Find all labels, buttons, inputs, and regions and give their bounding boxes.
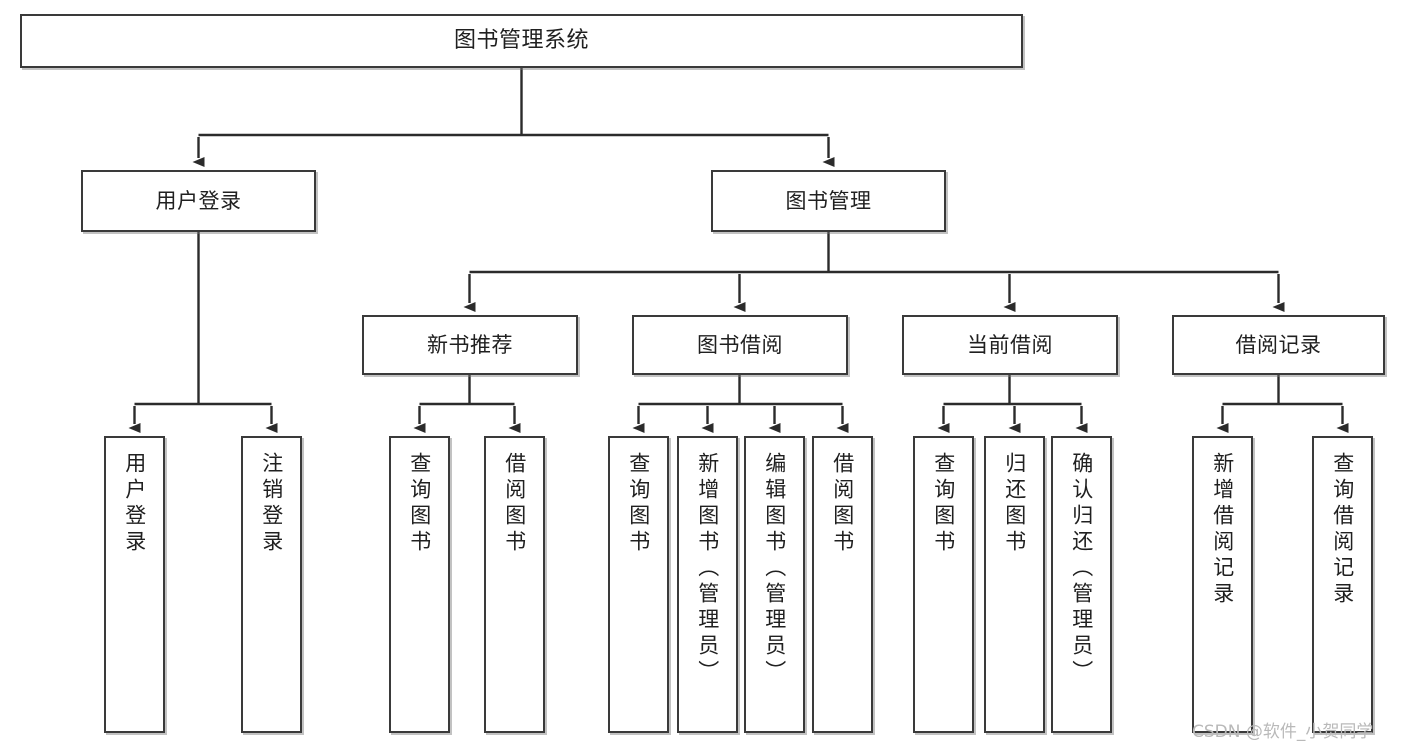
leaf-node[interactable]: 查询图书 <box>608 436 669 733</box>
leaf-node-label: 新增借阅记录 <box>1210 452 1235 608</box>
leaf-node[interactable]: 借阅图书 <box>484 436 545 733</box>
leaf-node[interactable]: 查询借阅记录 <box>1312 436 1373 733</box>
leaf-node-label: 新增图书（管理员） <box>695 452 720 686</box>
leaf-node-label: 用户登录 <box>122 452 147 556</box>
node-book-management[interactable]: 图书管理 <box>711 170 946 232</box>
node-root-label: 图书管理系统 <box>453 28 589 54</box>
leaf-node-label: 查询图书 <box>407 452 432 556</box>
leaf-node-label: 查询借阅记录 <box>1330 452 1355 608</box>
node-book-management-label: 图书管理 <box>785 188 872 213</box>
leaf-node[interactable]: 新增图书（管理员） <box>677 436 738 733</box>
leaf-node-label: 确认归还（管理员） <box>1069 452 1094 686</box>
node-current-borrow-label: 当前借阅 <box>967 332 1053 357</box>
leaf-node[interactable]: 查询图书 <box>389 436 450 733</box>
leaf-node[interactable]: 注销登录 <box>241 436 302 733</box>
node-user-login[interactable]: 用户登录 <box>81 170 316 232</box>
leaf-node[interactable]: 借阅图书 <box>812 436 873 733</box>
node-new-book-recommend[interactable]: 新书推荐 <box>362 315 578 375</box>
leaf-node-label: 注销登录 <box>259 452 284 556</box>
node-user-login-label: 用户登录 <box>155 188 242 213</box>
node-book-borrow-label: 图书借阅 <box>697 332 783 357</box>
leaf-node[interactable]: 编辑图书（管理员） <box>744 436 805 733</box>
leaf-node-label: 借阅图书 <box>830 452 855 556</box>
leaf-node-label: 归还图书 <box>1002 452 1027 556</box>
leaf-node[interactable]: 新增借阅记录 <box>1192 436 1253 733</box>
leaf-node[interactable]: 确认归还（管理员） <box>1051 436 1112 733</box>
node-borrow-record[interactable]: 借阅记录 <box>1172 315 1385 375</box>
node-new-book-recommend-label: 新书推荐 <box>427 332 513 357</box>
node-current-borrow[interactable]: 当前借阅 <box>902 315 1118 375</box>
node-book-borrow[interactable]: 图书借阅 <box>632 315 848 375</box>
leaf-node-label: 查询图书 <box>626 452 651 556</box>
node-borrow-record-label: 借阅记录 <box>1235 332 1322 357</box>
leaf-node[interactable]: 用户登录 <box>104 436 165 733</box>
leaf-node-label: 查询图书 <box>931 452 956 556</box>
leaf-node[interactable]: 归还图书 <box>984 436 1045 733</box>
node-root[interactable]: 图书管理系统 <box>20 14 1023 68</box>
csdn-watermark: CSDN @软件_小贺同学 <box>1192 722 1374 742</box>
leaf-node[interactable]: 查询图书 <box>913 436 974 733</box>
leaf-node-label: 编辑图书（管理员） <box>762 452 787 686</box>
leaf-node-label: 借阅图书 <box>502 452 527 556</box>
